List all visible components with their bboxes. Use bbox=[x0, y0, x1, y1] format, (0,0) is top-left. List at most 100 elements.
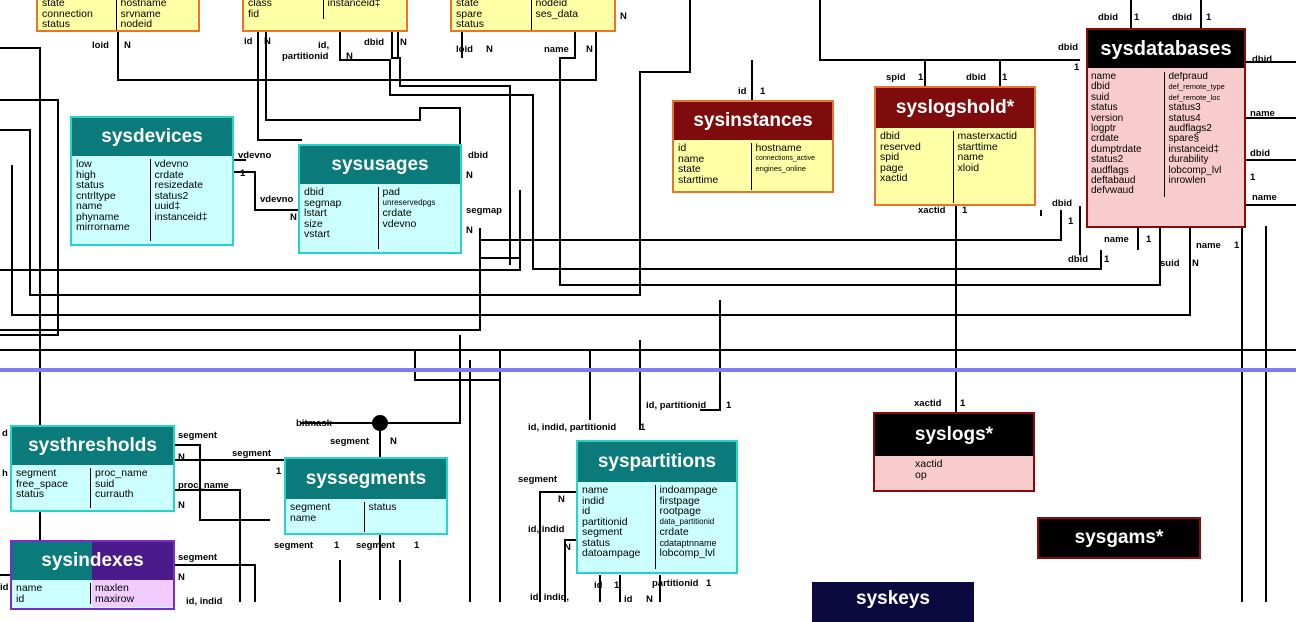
field: size bbox=[304, 217, 323, 230]
field: name bbox=[678, 152, 705, 165]
rel-label: vdevno bbox=[238, 150, 272, 161]
syspartitions-left-fields: name indid id partitionid segment status… bbox=[582, 485, 655, 569]
rel-label: dbid bbox=[1250, 148, 1271, 159]
rel-label: 1 bbox=[414, 540, 420, 551]
entity-title: syslogshold* bbox=[876, 88, 1034, 128]
rel-label: 1 bbox=[614, 580, 620, 591]
field: name bbox=[957, 151, 984, 163]
entity-sysindexes[interactable]: sysindexes name id maxlen maxirow bbox=[10, 540, 175, 610]
entity-title: sysdatabases bbox=[1088, 30, 1244, 68]
field: def_remote_type bbox=[1168, 82, 1225, 92]
field: id bbox=[16, 592, 25, 604]
field: logptr bbox=[1091, 123, 1117, 135]
field: unreservedpgs bbox=[382, 197, 436, 207]
syssegments-left-fields: segment name bbox=[290, 502, 364, 532]
field: uuid‡ bbox=[154, 200, 181, 212]
entity-title: sysinstances bbox=[674, 102, 832, 140]
entity-syssegments[interactable]: syssegments segment name status bbox=[284, 457, 448, 535]
rel-label: proc_name bbox=[178, 480, 229, 491]
rel-label: 1 bbox=[918, 72, 924, 83]
rel-label: segment bbox=[178, 430, 218, 441]
field: status bbox=[1091, 102, 1118, 114]
rel-label: N bbox=[346, 51, 353, 62]
field: dbid bbox=[880, 131, 900, 142]
rel-label: N bbox=[290, 212, 297, 223]
rel-label: segment bbox=[356, 540, 396, 551]
rel-label: N bbox=[178, 452, 185, 463]
rel-label: dbid bbox=[1172, 12, 1193, 23]
entity-syspartitions[interactable]: syspartitions name indid id partitionid … bbox=[576, 440, 738, 574]
field: state bbox=[42, 0, 65, 9]
entity-sysdatabases[interactable]: sysdatabases name dbid suid status versi… bbox=[1086, 28, 1246, 228]
field: mirrorname bbox=[76, 221, 130, 233]
rel-label: 1 bbox=[1250, 172, 1256, 183]
field: maxirow bbox=[95, 592, 135, 604]
rel-label: suid bbox=[1160, 258, 1180, 269]
rel-label: dbid bbox=[1068, 254, 1089, 265]
field: status bbox=[582, 536, 611, 549]
sysusages-right-fields: pad unreservedpgs crdate vdevno bbox=[377, 187, 457, 249]
field: page bbox=[880, 161, 904, 174]
entity-syslogshold[interactable]: syslogshold* dbid reserved spid page xac… bbox=[874, 86, 1036, 206]
partial-entity-2-right: instanceid‡ bbox=[322, 0, 403, 19]
rel-label: N bbox=[620, 11, 627, 22]
field: data_partitionid bbox=[659, 516, 715, 526]
rel-label: N bbox=[558, 494, 565, 505]
rel-label: id, indid bbox=[528, 524, 565, 535]
rel-label: 1 bbox=[706, 578, 712, 589]
field: firstpage bbox=[659, 494, 700, 507]
syslogshold-left-fields: dbid reserved spid page xactid bbox=[880, 131, 953, 203]
field: defpraud bbox=[1168, 72, 1208, 82]
entity-title: sysindexes bbox=[12, 542, 173, 580]
rel-label: 1 bbox=[1234, 240, 1240, 251]
entity-sysusages[interactable]: sysusages dbid segmap lstart size vstart… bbox=[298, 144, 462, 254]
rel-label: dbid bbox=[468, 150, 489, 161]
field: reserved bbox=[880, 140, 921, 153]
field: segment bbox=[582, 526, 623, 538]
field: class bbox=[248, 0, 272, 9]
rel-label: segment bbox=[274, 540, 314, 551]
rel-label: dbid bbox=[1098, 12, 1119, 23]
partial-entity-3: state spare status nodeid ses_data bbox=[450, 0, 616, 32]
rel-label: id bbox=[244, 36, 253, 47]
entity-sysgams[interactable]: sysgams* bbox=[1037, 517, 1201, 559]
entity-sysinstances[interactable]: sysinstances id name state starttime hos… bbox=[672, 100, 834, 193]
field: segment bbox=[290, 502, 331, 513]
field: id bbox=[582, 505, 591, 517]
entity-syslogs[interactable]: syslogs* xactid op bbox=[873, 412, 1035, 492]
rel-label: segment bbox=[232, 448, 272, 459]
rel-label: 1 bbox=[1074, 62, 1080, 73]
partial-entity-3-left: state spare status bbox=[456, 0, 531, 30]
rel-label: id bbox=[0, 582, 9, 593]
rel-label: segment bbox=[178, 552, 218, 563]
field: dbid bbox=[304, 187, 324, 198]
entity-syskeys[interactable]: syskeys bbox=[812, 582, 974, 622]
field: spare§ bbox=[1168, 133, 1200, 145]
rel-label: bitmask bbox=[296, 418, 332, 429]
field: segmap bbox=[304, 196, 342, 209]
sysusages-left-fields: dbid segmap lstart size vstart bbox=[304, 187, 378, 249]
entity-sysdevices[interactable]: sysdevices low high status cntrltype nam… bbox=[70, 116, 234, 246]
rel-label: N bbox=[646, 594, 653, 605]
rel-label: d bbox=[2, 428, 8, 439]
rel-label: segmap bbox=[466, 205, 502, 216]
field: nodeid bbox=[535, 0, 568, 9]
syslogs-fields: xactid op bbox=[915, 459, 1029, 480]
field: rootpage bbox=[659, 505, 701, 517]
syspartitions-right-fields: indoampage firstpage rootpage data_parti… bbox=[654, 485, 733, 569]
rel-label: 1 bbox=[1206, 12, 1212, 23]
field: nodeid bbox=[120, 18, 153, 30]
partial-entity-3-right: nodeid ses_data bbox=[530, 0, 611, 30]
field: spare bbox=[456, 7, 483, 20]
rel-label: partitionid bbox=[282, 51, 329, 62]
field: inrowlen bbox=[1168, 175, 1206, 187]
rel-label: h bbox=[2, 468, 8, 479]
rel-label: id, bbox=[318, 40, 330, 51]
systhresholds-left-fields: segment free_space status bbox=[16, 468, 90, 508]
entity-systhresholds[interactable]: systhresholds segment free_space status … bbox=[10, 425, 175, 512]
sysinstances-left-fields: id name state starttime bbox=[678, 143, 751, 190]
field: lobcomp_lvl bbox=[659, 547, 715, 559]
rel-label: 1 bbox=[1134, 12, 1140, 23]
entity-title: systhresholds bbox=[12, 427, 173, 465]
field: status2 bbox=[1091, 154, 1124, 166]
